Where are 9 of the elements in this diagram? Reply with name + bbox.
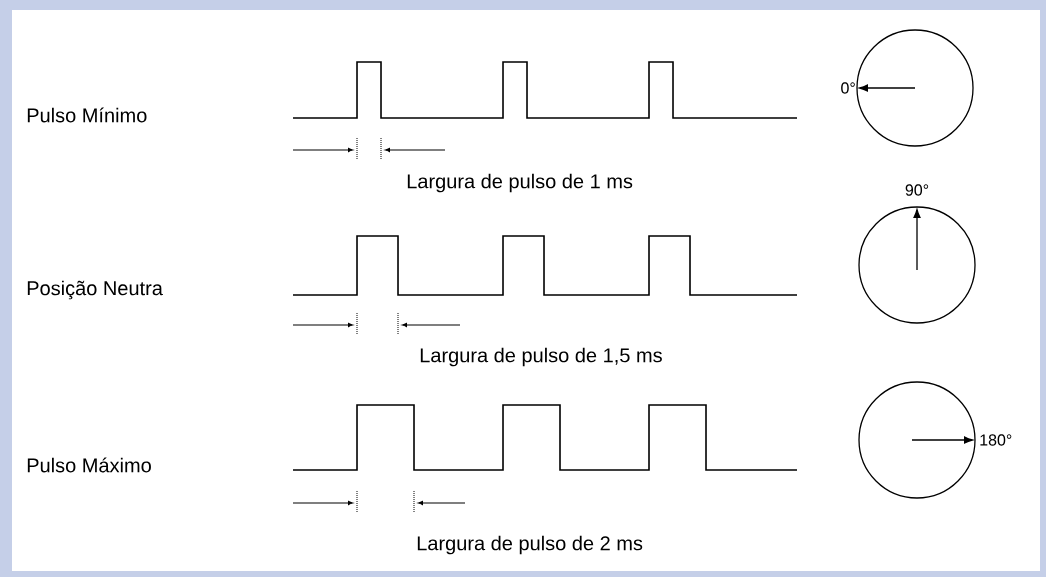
label-text: 90° xyxy=(905,184,929,196)
label-text: 0° xyxy=(841,82,855,94)
label-text: Pulso Mínimo xyxy=(27,107,147,123)
label-text: Posição Neutra xyxy=(27,280,163,300)
label-text: 180° xyxy=(980,434,1012,446)
label-text: Largura de pulso de 1,5 ms xyxy=(420,347,662,367)
label-text: Largura de pulso de 1 ms xyxy=(407,173,633,193)
label-text: Pulso Máximo xyxy=(27,457,151,473)
label-text: Largura de pulso de 2 ms xyxy=(417,535,643,555)
